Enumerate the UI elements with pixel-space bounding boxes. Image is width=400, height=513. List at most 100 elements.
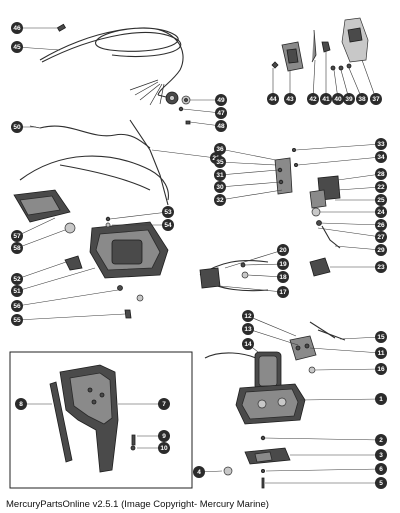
callout-47: 47	[215, 107, 227, 119]
callout-38: 38	[356, 93, 368, 105]
callout-number-45: 45	[13, 44, 21, 51]
leader-line-47	[182, 108, 222, 114]
callout-number-42: 42	[309, 96, 317, 103]
callout-number-53: 53	[164, 209, 172, 216]
callout-badge-31	[214, 169, 226, 181]
leader-line-17	[219, 285, 284, 293]
callout-number-28: 28	[377, 171, 385, 178]
callout-number-22: 22	[377, 184, 385, 191]
callout-16: 16	[375, 363, 387, 375]
callout-number-43: 43	[286, 96, 294, 103]
callout-number-47: 47	[217, 110, 225, 117]
callout-32: 32	[214, 194, 226, 206]
callout-badge-12	[242, 310, 254, 322]
callout-51: 51	[11, 285, 23, 297]
callout-badge-6	[375, 463, 387, 475]
callout-5: 5	[375, 477, 387, 489]
callout-number-7: 7	[162, 401, 166, 408]
callout-badge-35	[214, 156, 226, 168]
callout-57: 57	[11, 230, 23, 242]
callout-badge-11	[375, 347, 387, 359]
callout-number-11: 11	[378, 350, 385, 357]
callout-52: 52	[11, 273, 23, 285]
callout-badge-39	[343, 93, 355, 105]
image-caption: MercuryPartsOnline v2.5.1 (Image Copyrig…	[6, 499, 269, 510]
callout-10: 10	[158, 442, 170, 454]
leader-line-29	[334, 245, 382, 251]
callout-number-17: 17	[279, 289, 287, 296]
callout-badge-56	[11, 300, 23, 312]
leader-line-15	[339, 336, 382, 340]
callout-badge-32	[214, 194, 226, 206]
callout-41: 41	[320, 93, 332, 105]
callout-13: 13	[242, 323, 254, 335]
callout-badge-53	[162, 206, 174, 218]
leader-line-36	[219, 148, 277, 161]
callout-number-5: 5	[379, 480, 383, 487]
leader-line-31	[219, 169, 279, 176]
callout-badge-57	[11, 230, 23, 242]
callout-number-4: 4	[197, 469, 201, 476]
callout-badge-43	[284, 93, 296, 105]
leader-line-11	[309, 347, 382, 354]
callout-58: 58	[11, 242, 23, 254]
callout-badge-14	[242, 338, 254, 350]
leader-line-19	[244, 263, 284, 266]
leader-line-56	[16, 289, 119, 307]
callout-number-26: 26	[377, 222, 385, 229]
connector-parts-47-49	[178, 95, 191, 125]
callout-badge-22	[375, 181, 387, 193]
leader-line-42	[312, 59, 316, 100]
callout-badge-47	[215, 107, 227, 119]
callout-number-49: 49	[217, 97, 225, 104]
callout-42: 42	[307, 93, 319, 105]
callout-number-16: 16	[377, 366, 385, 373]
callout-badge-1	[375, 393, 387, 405]
valve-assembly	[223, 435, 291, 489]
callout-badge-26	[375, 219, 387, 231]
callout-number-38: 38	[358, 96, 366, 103]
callout-number-50: 50	[13, 124, 21, 131]
callout-number-12: 12	[244, 313, 252, 320]
callout-number-24: 24	[377, 209, 385, 216]
callout-number-9: 9	[162, 433, 166, 440]
callout-badge-2	[375, 434, 387, 446]
callout-number-8: 8	[19, 401, 23, 408]
callout-badge-44	[267, 93, 279, 105]
callout-badge-36	[214, 143, 226, 155]
callout-badge-29	[375, 244, 387, 256]
callout-number-57: 57	[13, 233, 21, 240]
solenoid-cluster	[309, 175, 341, 277]
callout-43: 43	[284, 93, 296, 105]
callout-number-35: 35	[216, 159, 224, 166]
callout-56: 56	[11, 300, 23, 312]
callout-number-6: 6	[379, 466, 383, 473]
callout-12: 12	[242, 310, 254, 322]
leader-line-52	[16, 261, 67, 280]
callout-number-37: 37	[372, 96, 380, 103]
callout-badge-10	[158, 442, 170, 454]
leader-line-33	[295, 143, 382, 151]
callout-number-25: 25	[377, 197, 385, 204]
callout-badge-28	[375, 168, 387, 180]
callout-number-19: 19	[279, 261, 287, 268]
callout-34: 34	[375, 151, 387, 163]
callout-number-52: 52	[13, 276, 21, 283]
callout-badge-15	[375, 331, 387, 343]
callout-number-40: 40	[334, 96, 342, 103]
leader-line-32	[219, 189, 283, 201]
leader-line-12	[247, 315, 297, 337]
leader-line-2	[264, 437, 382, 441]
callout-number-41: 41	[322, 96, 330, 103]
callout-24: 24	[375, 206, 387, 218]
callout-44: 44	[267, 93, 279, 105]
callout-badge-8	[15, 398, 27, 410]
callout-number-46: 46	[13, 25, 21, 32]
callout-number-30: 30	[216, 184, 224, 191]
callout-number-3: 3	[379, 452, 383, 459]
pump-motor-bracket	[289, 321, 346, 374]
callout-number-10: 10	[160, 445, 168, 452]
callout-54: 54	[162, 219, 174, 231]
callout-25: 25	[375, 194, 387, 206]
callout-55: 55	[11, 314, 23, 326]
